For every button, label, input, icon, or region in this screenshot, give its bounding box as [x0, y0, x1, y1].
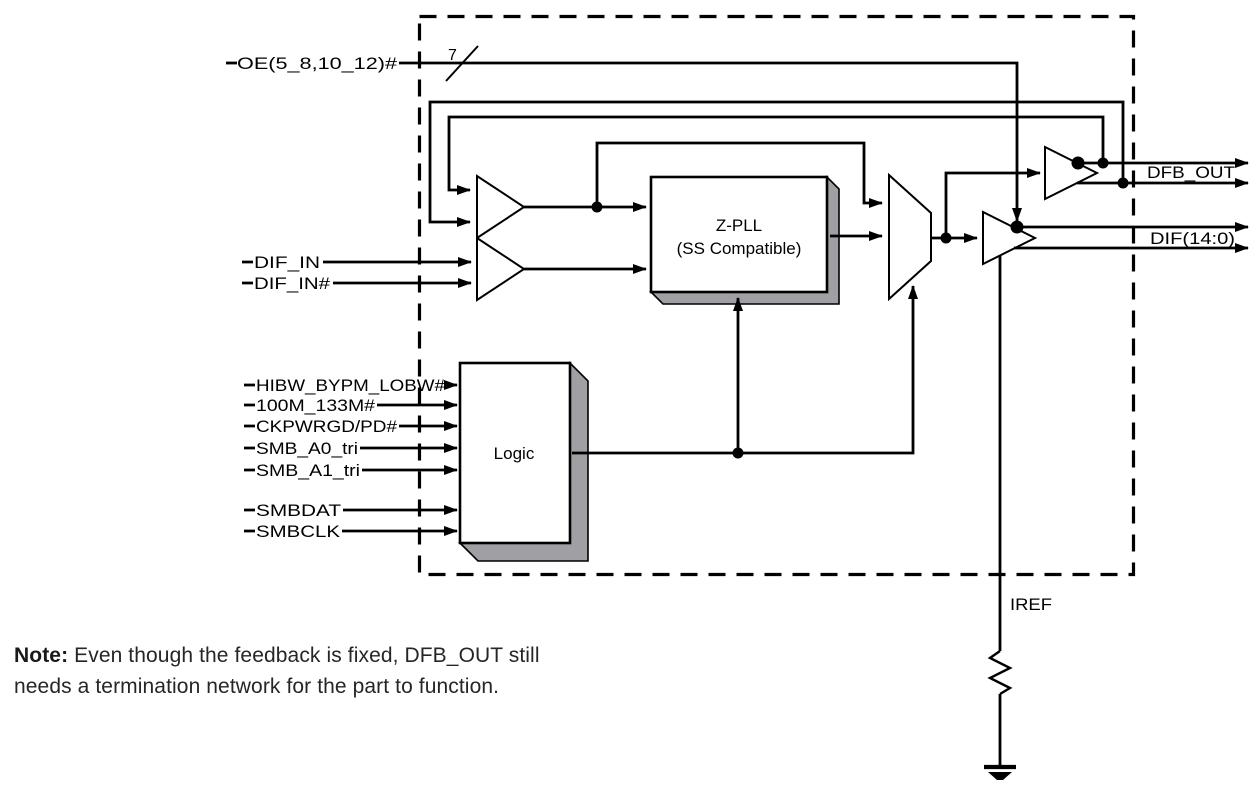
feedback-line-comp	[428, 100, 1125, 227]
junction-dot	[1010, 220, 1024, 234]
junction-dot	[591, 201, 603, 213]
pll-bypass-line	[595, 141, 883, 208]
label-dfb-out: DFB_OUT	[1147, 163, 1235, 182]
signal-lines	[226, 45, 1125, 536]
logic-block-body	[458, 361, 572, 545]
label-dif-14-0: DIF(14:0)	[1150, 229, 1235, 248]
junction-dot	[732, 447, 744, 459]
zpll-block	[649, 175, 840, 305]
junction-dot	[1071, 156, 1085, 170]
logic-out-line	[572, 285, 918, 455]
label-smbdat: SMBDAT	[256, 501, 341, 520]
note-text: Note: Even though the feedback is fixed,…	[14, 640, 714, 702]
junction-dots	[591, 156, 1129, 459]
dfb-buffer-in-line	[944, 168, 1041, 238]
dif-input-buffer	[476, 236, 526, 302]
clock-mux	[888, 172, 932, 302]
iref-resistor	[987, 650, 1013, 696]
chip-boundary	[417, 14, 1136, 577]
label-iref: IREF	[1010, 595, 1052, 614]
junction-dot	[1097, 157, 1109, 169]
label-dif-in-n: DIF_IN#	[254, 274, 331, 293]
difin-pin-stubs	[242, 260, 253, 285]
junction-dot	[940, 232, 952, 244]
oe-bus-slash	[445, 45, 479, 82]
zpll-block-body	[649, 175, 829, 294]
logic-block	[458, 361, 589, 562]
feedback-line-true	[447, 115, 1105, 195]
feedback-input-buffer	[476, 174, 526, 240]
oe-line	[399, 61, 1022, 222]
zpll-block-title: Z-PLL	[716, 216, 762, 235]
dif-output-buffer	[982, 210, 1038, 266]
zpll-block-subtitle: (SS Compatible)	[677, 239, 802, 258]
label-smb-a0-tri: SMB_A0_tri	[256, 439, 358, 458]
label-bus-width: 7	[448, 47, 457, 64]
label-dif-in: DIF_IN	[254, 253, 320, 272]
label-smbclk: SMBCLK	[256, 522, 341, 541]
label-100m-133m: 100M_133M#	[256, 396, 376, 415]
dfb-output-buffer	[1044, 145, 1100, 201]
logic-pin-stubs	[244, 383, 255, 533]
logic-block-title: Logic	[494, 444, 535, 463]
buffers-and-mux	[476, 145, 1100, 302]
note-label: Note:	[14, 644, 69, 667]
note-line1: Even though the feedback is fixed, DFB_O…	[68, 644, 540, 667]
ground-wedge	[988, 772, 1012, 780]
label-ckpwrgd-pd: CKPWRGD/PD#	[256, 417, 398, 436]
output-lines	[987, 158, 1249, 767]
label-smb-a1-tri: SMB_A1_tri	[256, 461, 360, 480]
ground-symbol	[984, 764, 1016, 780]
note-line2: needs a termination network for the part…	[14, 675, 500, 698]
label-hibw-bypm-lobw: HIBW_BYPM_LOBW#	[256, 376, 446, 395]
label-oe: OE(5_8,10_12)#	[237, 54, 398, 73]
junction-dot	[1117, 177, 1129, 189]
